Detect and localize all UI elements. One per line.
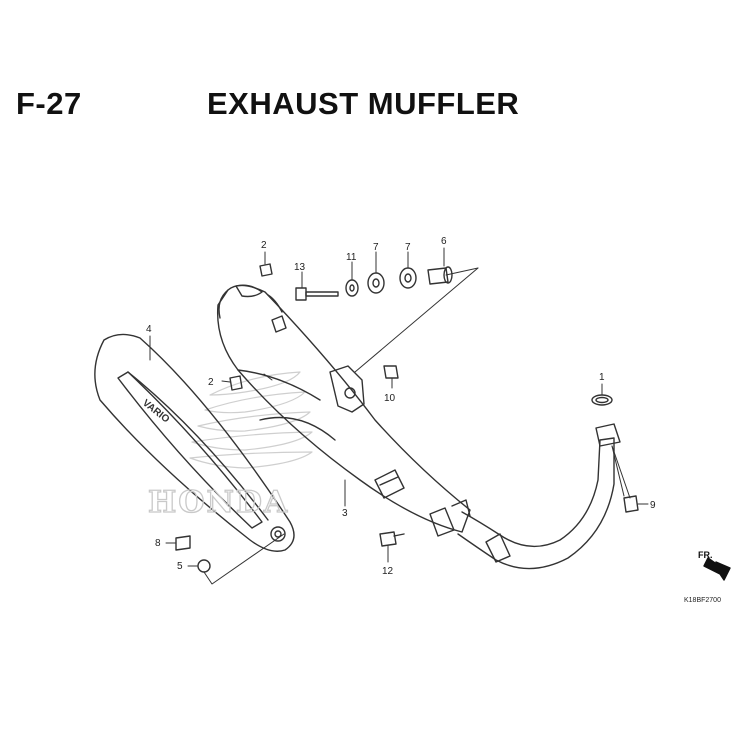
diagram-code: K18BF2700 [684, 597, 721, 604]
bolt-10 [383, 365, 399, 379]
bolt-8 [175, 535, 191, 551]
front-arrow-icon [703, 557, 731, 581]
muffler-bracket [329, 365, 365, 413]
callout-6: 6 [441, 236, 447, 247]
callout-5: 5 [177, 561, 183, 572]
callout-12: 12 [382, 566, 394, 577]
muffler-protector [94, 333, 295, 552]
callout-4: 4 [146, 324, 152, 335]
figure-title: EXHAUST MUFFLER [207, 86, 520, 121]
bolt-13 [295, 287, 339, 301]
collar-7a [367, 272, 385, 294]
callout-13: 13 [294, 262, 306, 273]
gasket-1 [591, 394, 613, 406]
callout-7a: 7 [373, 242, 379, 253]
nut-9 [623, 495, 639, 513]
callout-8: 8 [155, 538, 161, 549]
callout-3: 3 [342, 508, 348, 519]
figure-number: F-27 [16, 86, 82, 121]
collar-7b [399, 267, 417, 289]
callout-9: 9 [650, 500, 656, 511]
washer-5 [197, 559, 211, 573]
muffler-body [216, 284, 471, 533]
callout-11: 11 [346, 252, 357, 263]
nut-2-top [259, 263, 273, 277]
bolt-12 [379, 531, 405, 547]
callout-1: 1 [599, 372, 605, 383]
washer-11 [345, 279, 359, 297]
direction-label: FR. [698, 550, 713, 560]
callout-2a: 2 [261, 240, 267, 251]
callout-2b: 2 [208, 377, 214, 388]
callout-7b: 7 [405, 242, 411, 253]
rubber-6 [427, 266, 453, 285]
watermark-text: HONDA [148, 485, 289, 520]
callout-10: 10 [384, 393, 396, 404]
nut-2-mid [229, 375, 243, 391]
exhaust-pipe [457, 437, 615, 570]
